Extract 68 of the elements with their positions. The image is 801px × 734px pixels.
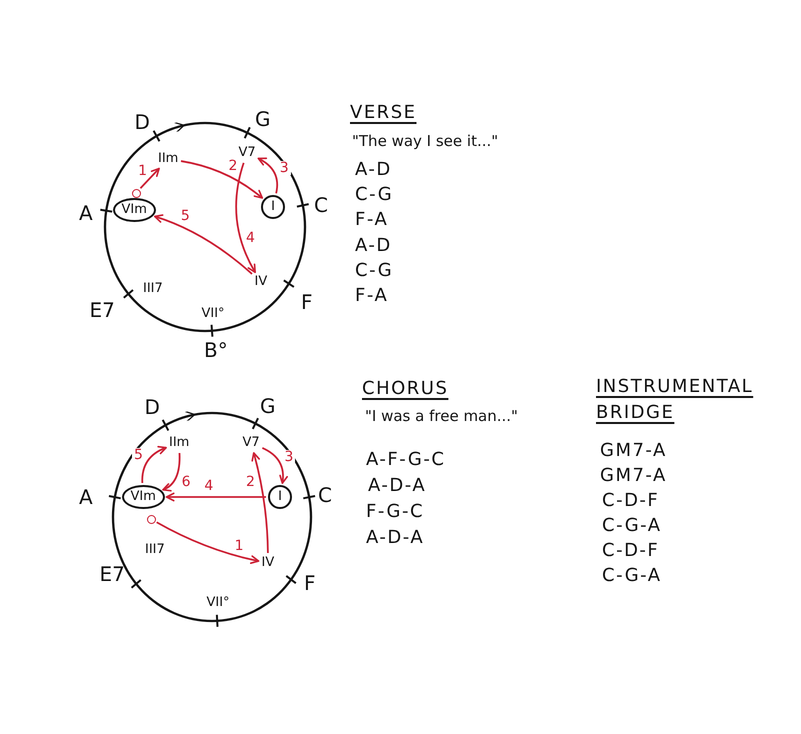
- section-heading: CHORUS: [362, 377, 448, 401]
- roman-numeral: V7: [238, 145, 257, 162]
- section-heading: VERSE: [350, 101, 416, 125]
- chord-name: G: [255, 108, 270, 130]
- arrow: [251, 452, 269, 554]
- chord-name: C: [318, 484, 332, 506]
- chord-progression: C-D-F: [602, 541, 660, 562]
- chord-name: E7: [100, 562, 125, 586]
- chord-name: F: [304, 572, 316, 594]
- chord-progression: A-D: [355, 236, 392, 257]
- roman-numeral: V7: [242, 435, 261, 452]
- lyric-quote: "The way I see it...": [352, 133, 498, 150]
- chord-name: G: [260, 394, 276, 418]
- arrow: [258, 158, 278, 194]
- chord-progression: C-D-F: [602, 491, 660, 512]
- arrow: [156, 521, 260, 564]
- roman-numeral: IIm: [168, 435, 190, 452]
- chord-progression: C-G: [355, 185, 394, 206]
- roman-numeral: VII°: [202, 306, 225, 322]
- chord-progression: C-G-A: [602, 516, 662, 537]
- edge-label: 4: [202, 479, 216, 493]
- arrow: [180, 160, 264, 199]
- arrow: [262, 447, 288, 484]
- arrow: [166, 492, 266, 502]
- chord-progression: A-D-A: [366, 528, 424, 549]
- chord-name: F: [301, 290, 313, 314]
- chord-name: C: [314, 194, 328, 216]
- chord-progression: A-D: [355, 160, 392, 181]
- roman-numeral: IIm: [157, 151, 180, 168]
- chord-name: B°: [204, 338, 228, 362]
- circled-numeral: VIm: [112, 198, 156, 222]
- edge-label: 5: [178, 209, 192, 224]
- chord-progression: A-D-A: [368, 476, 426, 497]
- chord-progression: F-A: [355, 286, 388, 307]
- arrow: [140, 168, 160, 189]
- roman-numeral: III7: [145, 542, 165, 558]
- chord-progression: C-G: [355, 261, 394, 282]
- arrow: [141, 446, 167, 484]
- arrow: [154, 214, 253, 275]
- chord-name: A: [79, 486, 93, 508]
- lyric-quote: "I was a free man...": [365, 408, 518, 426]
- arrow: [235, 162, 256, 274]
- roman-numeral: VII°: [206, 596, 230, 610]
- edge-label: 4: [244, 230, 257, 245]
- edge-label: 3: [278, 160, 291, 175]
- chord-name: A: [79, 202, 93, 224]
- edge-label: 6: [180, 474, 193, 489]
- chord-progression: C-G-A: [602, 566, 662, 587]
- chord-name: D: [134, 110, 150, 134]
- circled-numeral: I: [268, 485, 292, 509]
- start-ring-icon: [146, 514, 156, 524]
- roman-numeral: IV: [254, 274, 268, 290]
- roman-numeral: IV: [260, 555, 276, 572]
- chord-progression: F-A: [355, 210, 388, 231]
- chord-progression: A-F-G-C: [366, 450, 446, 471]
- chord-progression: GM7-A: [600, 466, 667, 487]
- chord-progression: F-G-C: [366, 502, 424, 523]
- circled-numeral: VIm: [122, 485, 165, 510]
- edge-label: 3: [282, 450, 296, 464]
- section-heading: INSTRUMENTAL BRIDGE: [596, 375, 754, 426]
- roman-numeral: III7: [143, 282, 163, 296]
- arrow: [162, 452, 180, 492]
- chord-name: E7: [90, 298, 115, 322]
- chord-name: D: [144, 396, 160, 418]
- chord-progression: GM7-A: [600, 441, 667, 462]
- circled-numeral: I: [261, 195, 285, 219]
- edge-label: 5: [132, 448, 145, 462]
- start-ring-icon: [132, 188, 140, 198]
